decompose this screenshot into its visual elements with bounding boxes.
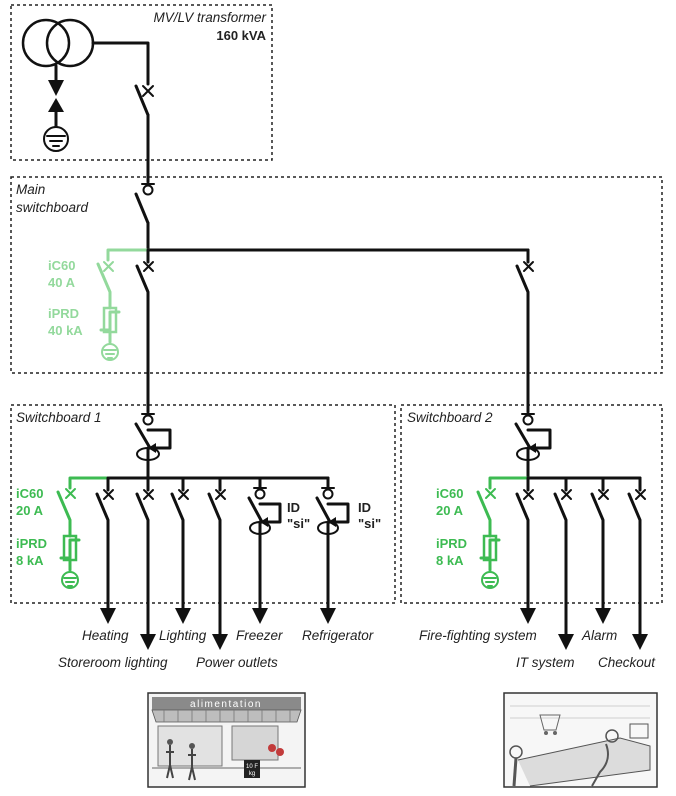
load-label-fire-fighting: Fire-fighting system bbox=[419, 628, 537, 643]
switchboard-1-spd-tap bbox=[68, 476, 110, 490]
switchboard-1-enclosure bbox=[10, 404, 396, 604]
checkout-circuit bbox=[627, 476, 648, 650]
main-spd-surge-protector bbox=[99, 306, 121, 361]
main-switch bbox=[134, 183, 155, 252]
switchboard-2-spd-rating: 8 kA bbox=[436, 553, 464, 568]
load-label-storeroom-lighting: Storeroom lighting bbox=[58, 655, 168, 670]
freezer-rcd-type: "si" bbox=[287, 516, 310, 531]
main-switchboard-enclosure bbox=[10, 176, 663, 374]
load-label-checkout: Checkout bbox=[598, 655, 656, 670]
main-spd-breaker-label: iC60 bbox=[48, 258, 75, 273]
switchboard-1-spd-rating: 8 kA bbox=[16, 553, 44, 568]
switchboard-1-spd-label: iPRD bbox=[16, 536, 47, 551]
main-switchboard-title-line2: switchboard bbox=[16, 200, 89, 215]
heating-circuit bbox=[95, 476, 116, 624]
freezer-circuit bbox=[247, 476, 282, 624]
transformer-enclosure bbox=[10, 4, 273, 161]
switchboard-1-breaker-label: iC60 bbox=[16, 486, 43, 501]
feeder-breaker-switchboard-1 bbox=[135, 248, 154, 414]
lighting-circuit bbox=[170, 476, 191, 624]
main-switchboard-title-line1: Main bbox=[16, 182, 45, 197]
load-label-refrigerator: Refrigerator bbox=[302, 628, 374, 643]
fire-fighting-circuit bbox=[515, 476, 536, 624]
main-spd-label: iPRD bbox=[48, 306, 79, 321]
refrigerator-rcd-type: "si" bbox=[358, 516, 381, 531]
switchboard-2-breaker-label: iC60 bbox=[436, 486, 463, 501]
transformer-rating: 160 kVA bbox=[216, 28, 266, 43]
shop-sign-text: alimentation bbox=[190, 699, 262, 710]
main-spd-breaker-rating: 40 A bbox=[48, 275, 76, 290]
feeder-breaker-switchboard-2 bbox=[515, 248, 534, 414]
main-spd-tap bbox=[106, 248, 150, 262]
switchboard-1-incomer-rcd bbox=[134, 413, 172, 480]
switchboard-2-surge-protector bbox=[479, 534, 501, 589]
main-spd-rating: 40 kA bbox=[48, 323, 83, 338]
storeroom-lighting-circuit bbox=[135, 476, 156, 650]
switchboard-1-breaker-rating: 20 A bbox=[16, 503, 44, 518]
price-tag-line1: 10 F bbox=[246, 764, 258, 770]
load-label-heating: Heating bbox=[82, 628, 129, 643]
lv-incomer-breaker bbox=[134, 84, 154, 184]
price-tag-line2: kg bbox=[249, 771, 255, 777]
switchboard-2-enclosure bbox=[400, 404, 663, 604]
main-spd-breaker bbox=[96, 261, 114, 310]
switchboard-2-title: Switchboard 2 bbox=[407, 410, 493, 425]
checkout-illustration bbox=[503, 692, 658, 788]
switchboard-2-incomer-rcd bbox=[514, 413, 552, 480]
alarm-circuit bbox=[590, 476, 611, 624]
transformer-output-line bbox=[91, 41, 150, 86]
refrigerator-circuit bbox=[315, 476, 350, 624]
switchboard-2-spd-breaker bbox=[476, 488, 496, 538]
load-label-it-system: IT system bbox=[516, 655, 575, 670]
it-system-circuit bbox=[553, 476, 574, 650]
load-label-lighting: Lighting bbox=[159, 628, 207, 643]
switchboard-1-title: Switchboard 1 bbox=[16, 410, 102, 425]
transformer-title: MV/LV transformer bbox=[153, 10, 266, 25]
transformer-earthing bbox=[43, 64, 69, 152]
switchboard-1-spd-breaker bbox=[56, 488, 76, 538]
switchboard-2-breaker-rating: 20 A bbox=[436, 503, 464, 518]
transformer-symbol bbox=[21, 18, 95, 68]
switchboard-2-spd-tap bbox=[488, 476, 530, 490]
load-label-alarm: Alarm bbox=[581, 628, 617, 643]
grocery-shop-illustration: alimentation 10 F kg bbox=[147, 692, 306, 788]
load-label-freezer: Freezer bbox=[236, 628, 283, 643]
power-outlets-circuit bbox=[207, 476, 228, 650]
switchboard-2-spd-label: iPRD bbox=[436, 536, 467, 551]
switchboard-1-surge-protector bbox=[59, 534, 81, 589]
refrigerator-rcd-label: ID bbox=[358, 500, 371, 515]
load-label-power-outlets: Power outlets bbox=[196, 655, 278, 670]
freezer-rcd-label: ID bbox=[287, 500, 300, 515]
